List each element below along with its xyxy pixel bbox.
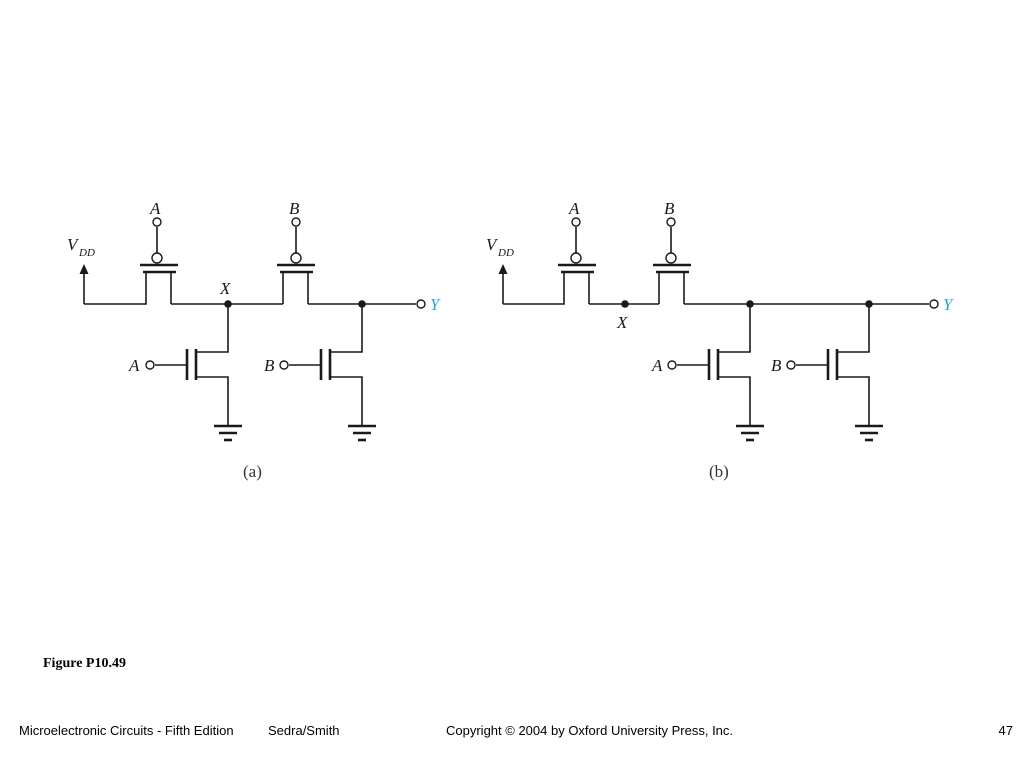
input-a-label-top-a: A (149, 199, 161, 218)
caption-a: (a) (243, 462, 262, 481)
input-b-terminal-top-a (291, 217, 301, 227)
pmos-b-circuit-a (277, 217, 315, 304)
output-label-a: Y (430, 295, 441, 314)
nmos-b-circuit-a (279, 304, 376, 442)
input-a-terminal-top-a (152, 217, 162, 227)
node-x-label-a: X (219, 279, 231, 298)
pmos-b-circuit-b (653, 217, 691, 304)
pmos-a-circuit-b (503, 217, 596, 305)
vdd-subscript-a: DD (78, 247, 95, 259)
nmos-a-circuit-a (145, 304, 242, 442)
input-a-label-bottom-a: A (128, 356, 140, 375)
input-b-terminal-top-b (666, 217, 676, 227)
vdd-subscript-b: DD (497, 247, 514, 259)
caption-b: (b) (709, 462, 729, 481)
input-b-label-top-b: B (664, 199, 675, 218)
vdd-label-a: V (67, 235, 80, 254)
input-a-terminal-bottom-a (145, 360, 155, 370)
vdd-arrow-a (79, 264, 89, 274)
footer-copyright: Copyright © 2004 by Oxford University Pr… (446, 723, 734, 738)
vdd-label-b: V (486, 235, 499, 254)
circuit-a: V DD A X B Y (67, 199, 441, 481)
node-x-label-b: X (616, 313, 628, 332)
figure-title: Figure P10.49 (43, 656, 126, 671)
input-b-terminal-bottom-a (279, 360, 289, 370)
output-label-b: Y (943, 295, 954, 314)
vdd-arrow-b (498, 264, 508, 274)
nmos-a-circuit-b (667, 304, 764, 442)
input-a-label-top-b: A (568, 199, 580, 218)
footer-authors: Sedra/Smith (268, 723, 340, 738)
output-terminal-b (929, 299, 939, 309)
nmos-b-circuit-b (786, 304, 883, 442)
node-x-dot-b (621, 300, 629, 308)
page-number: 47 (998, 723, 1013, 738)
circuit-b: V DD A X B (486, 199, 954, 481)
input-b-label-bottom-a: B (264, 356, 275, 375)
pmos-a-circuit-a (84, 217, 178, 305)
input-b-label-bottom-b: B (771, 356, 782, 375)
input-b-label-top-a: B (289, 199, 300, 218)
input-b-terminal-bottom-b (786, 360, 796, 370)
input-a-label-bottom-b: A (651, 356, 663, 375)
footer-book-title: Microelectronic Circuits - Fifth Edition (19, 723, 234, 738)
input-a-terminal-bottom-b (667, 360, 677, 370)
input-a-terminal-top-b (571, 217, 581, 227)
output-terminal-a (416, 299, 426, 309)
